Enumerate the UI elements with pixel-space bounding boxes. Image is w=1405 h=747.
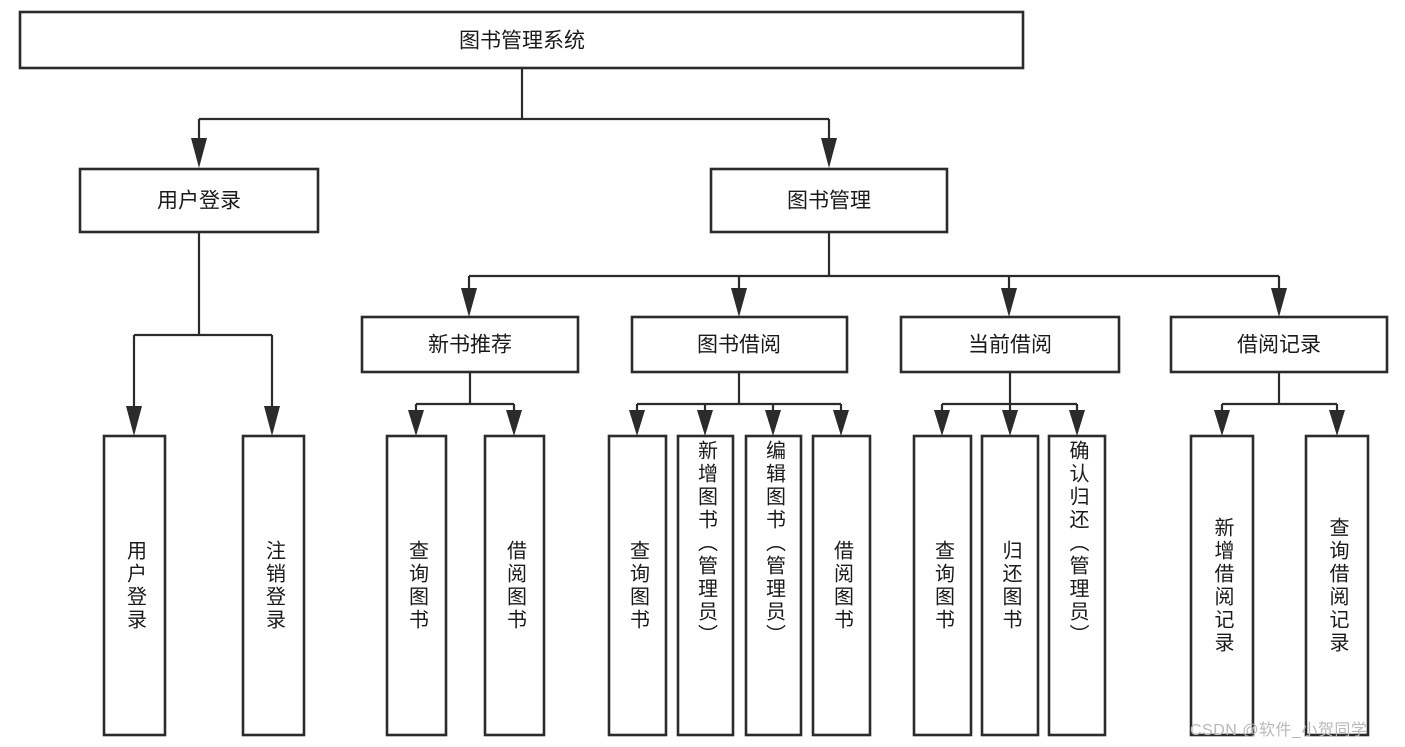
arrow-user-login-leaf2-icon	[264, 406, 280, 436]
arrow-book-mgmt-c3-icon	[1001, 288, 1017, 317]
connector-group-book-borrow	[629, 372, 849, 436]
leaf-box-add-borrow-record[interactable]	[1189, 434, 1255, 737]
leaf-box-borrow-book-bb[interactable]	[811, 434, 872, 737]
arrow-bb-l2-icon	[697, 410, 713, 436]
connector-group-book-management	[461, 232, 1287, 317]
arrow-user-login-leaf1-icon	[126, 406, 142, 436]
leaf-box-confirm-return-admin[interactable]	[1047, 434, 1107, 737]
connector-group-root	[191, 69, 837, 168]
arrow-cb-l2-icon	[1002, 410, 1018, 436]
arrow-root-to-book-mgmt-icon	[821, 138, 837, 168]
leaf-box-add-book-admin[interactable]	[676, 434, 735, 737]
leaf-box-borrow-book-nbr[interactable]	[483, 434, 546, 737]
arrow-bb-l1-icon	[629, 410, 645, 436]
arrow-nbr-l1-icon	[408, 410, 424, 436]
node-box-current-borrow[interactable]	[899, 315, 1121, 374]
node-box-borrow-record[interactable]	[1169, 315, 1389, 374]
node-box-book-management[interactable]	[709, 167, 949, 234]
arrow-nbr-l2-icon	[506, 410, 522, 436]
leaf-box-query-book-nbr[interactable]	[385, 434, 448, 737]
leaf-box-query-book-cb[interactable]	[912, 434, 973, 737]
arrow-book-mgmt-c1-icon	[461, 288, 477, 317]
arrow-cb-l3-icon	[1069, 410, 1085, 436]
csdn-watermark: CSDN @软件_小贺同学	[1190, 722, 1368, 739]
leaf-box-return-book[interactable]	[980, 434, 1040, 737]
node-box-new-book-recommend[interactable]	[360, 315, 580, 374]
arrow-br-l1-icon	[1214, 410, 1230, 436]
arrow-book-mgmt-c4-icon	[1271, 288, 1287, 317]
leaf-box-query-borrow-record[interactable]	[1304, 434, 1370, 737]
arrow-bb-l4-icon	[833, 410, 849, 436]
connector-group-borrow-record	[1214, 372, 1345, 436]
arrow-br-l2-icon	[1329, 410, 1345, 436]
leaf-box-logout[interactable]	[241, 434, 306, 737]
leaf-box-edit-book-admin[interactable]	[744, 434, 803, 737]
leaf-box-query-book-bb[interactable]	[607, 434, 668, 737]
node-label-borrow-record: 借阅记录	[1237, 334, 1321, 357]
connector-group-user-login	[126, 232, 280, 436]
node-box-book-borrow[interactable]	[630, 315, 849, 374]
node-label-root: 图书管理系统	[459, 30, 585, 53]
arrow-bb-l3-icon	[765, 410, 781, 436]
arrow-cb-l1-icon	[934, 410, 950, 436]
arrow-book-mgmt-c2-icon	[731, 288, 747, 317]
leaf-box-user-login[interactable]	[102, 434, 167, 737]
node-label-book-borrow: 图书借阅	[697, 334, 781, 357]
node-label-book-management: 图书管理	[787, 190, 871, 213]
node-label-user-login: 用户登录	[157, 190, 241, 213]
connector-group-current-borrow	[934, 372, 1085, 436]
connector-group-new-book-recommend	[408, 372, 522, 436]
node-label-current-borrow: 当前借阅	[968, 334, 1052, 357]
arrow-root-to-user-login-icon	[191, 138, 207, 168]
node-label-new-book-recommend: 新书推荐	[428, 334, 512, 357]
node-box-root[interactable]	[18, 10, 1025, 70]
